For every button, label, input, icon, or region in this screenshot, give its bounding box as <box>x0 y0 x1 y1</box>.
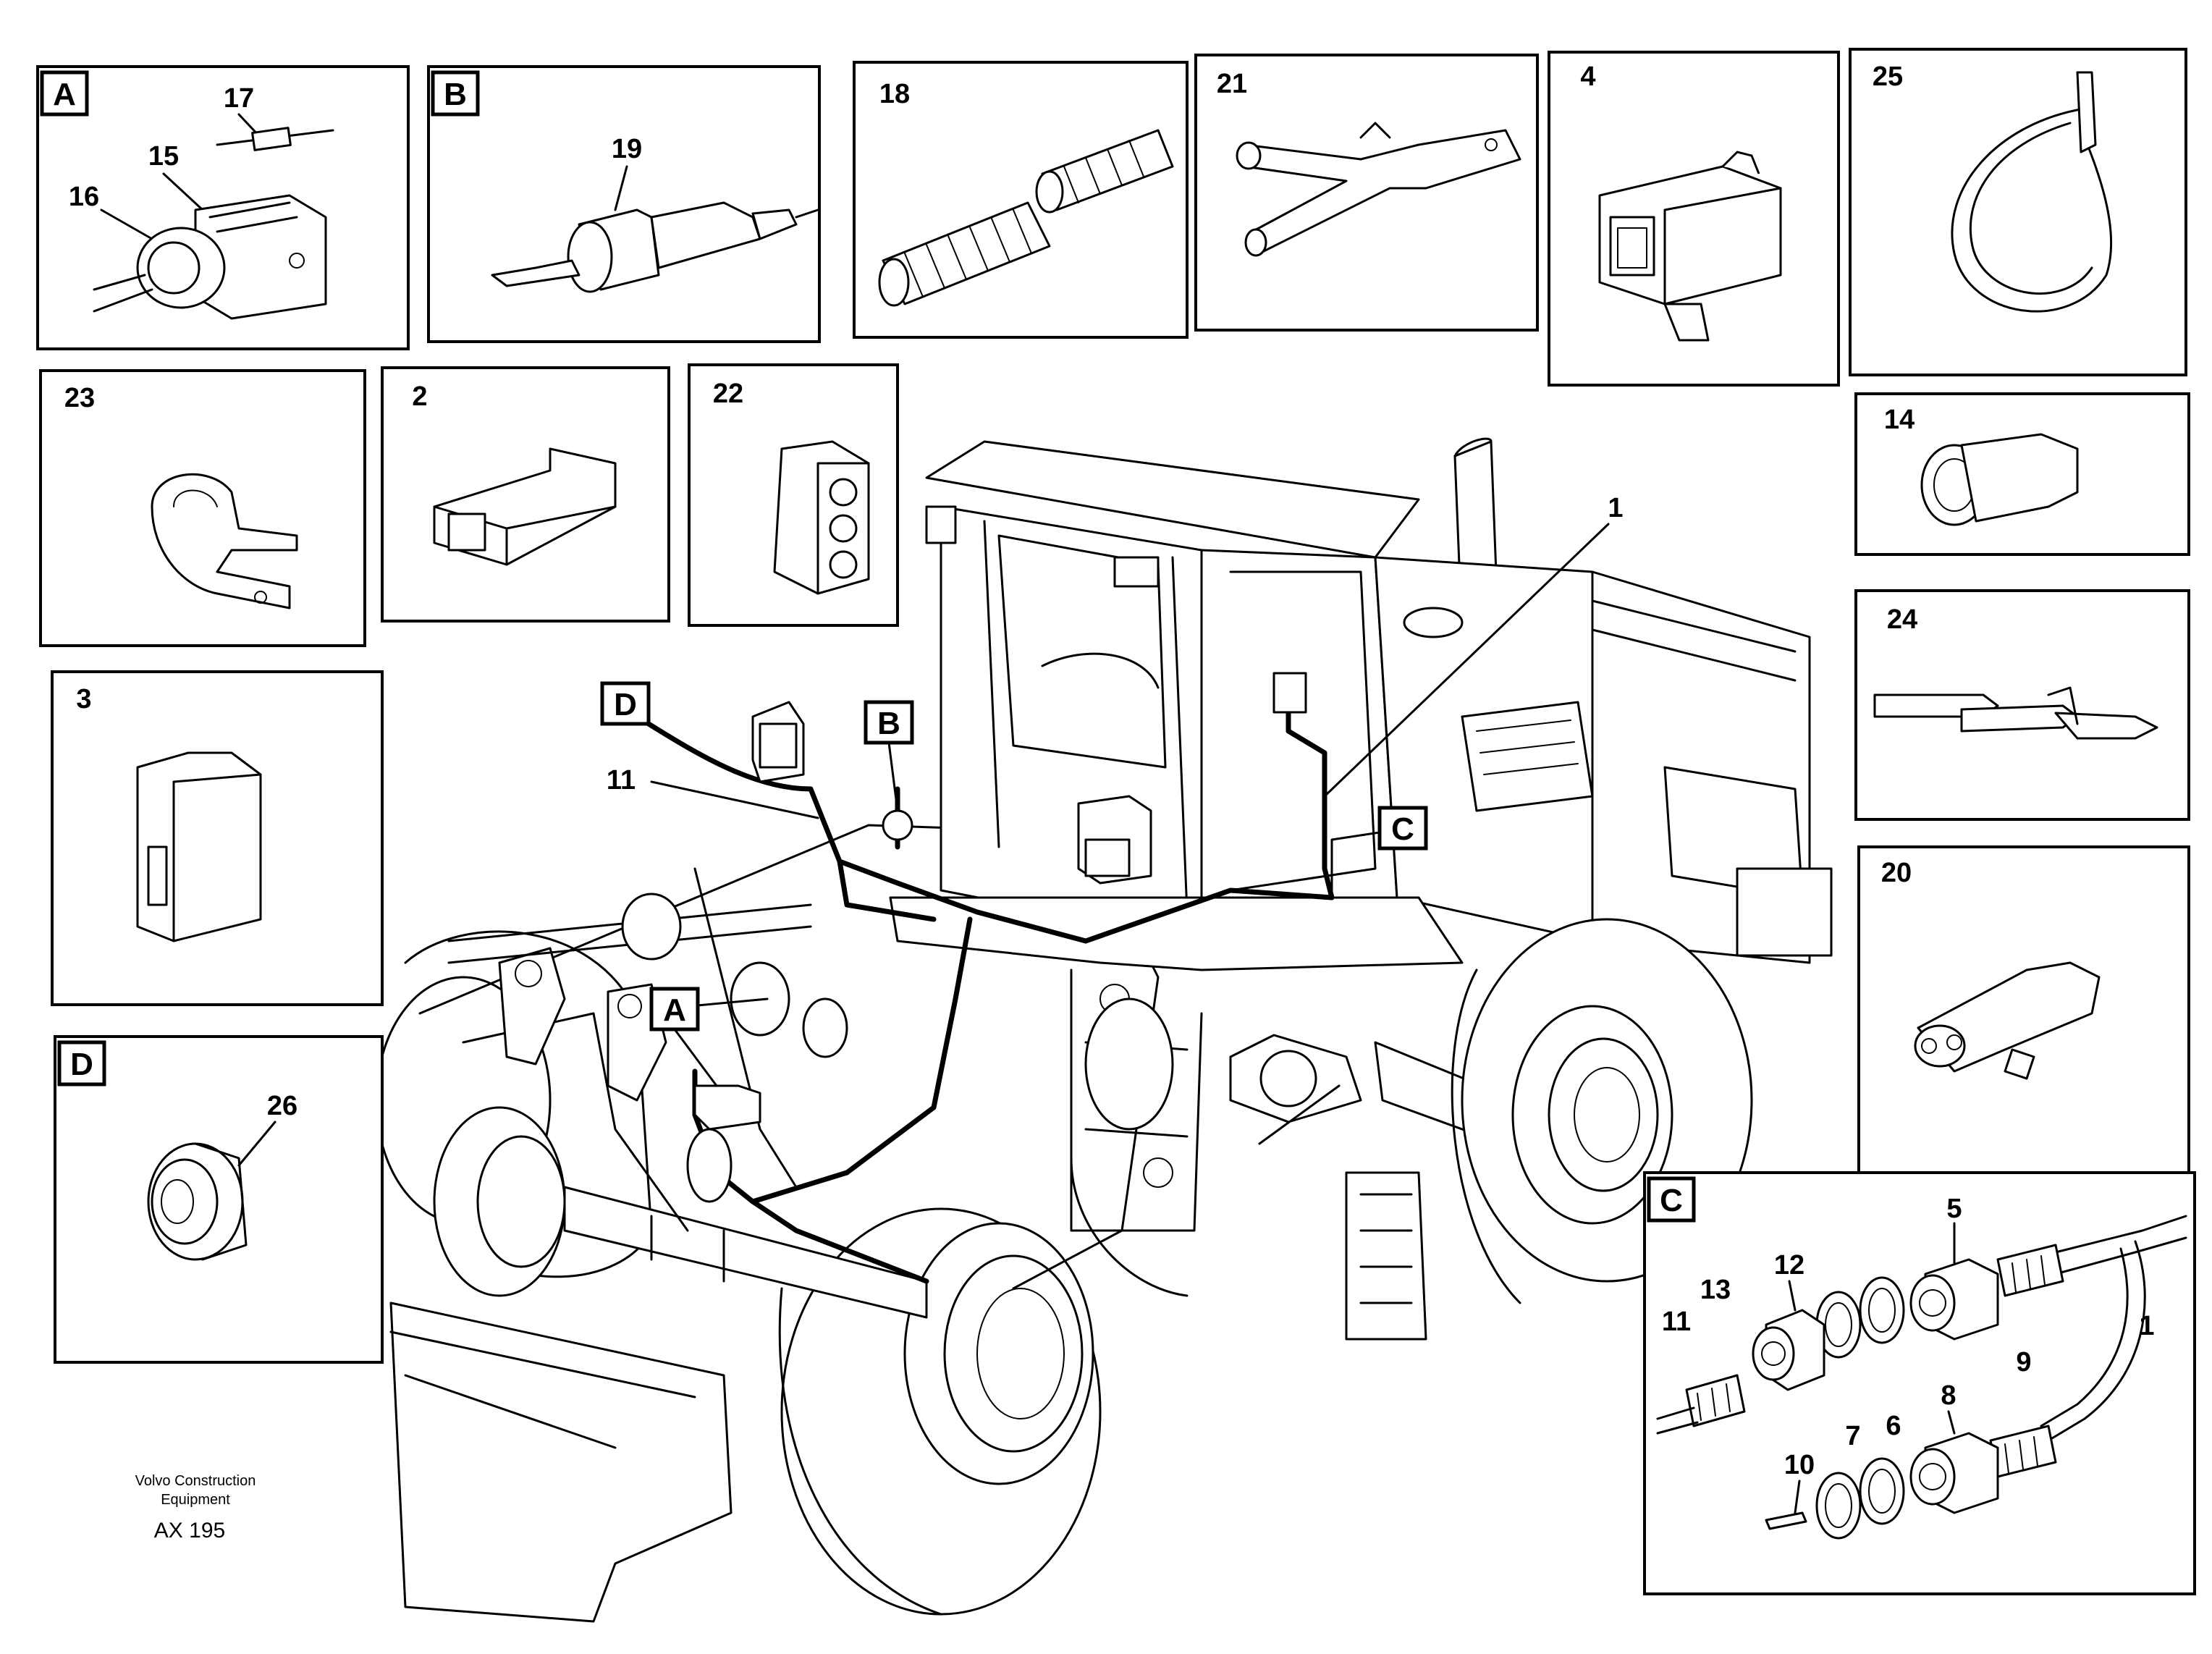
panel-21: 21 <box>1194 54 1539 332</box>
panel-a: A 17 15 16 <box>36 65 410 350</box>
callout-16: 16 <box>69 182 99 212</box>
panel-d-letter-box <box>57 1040 106 1087</box>
panel-d-letter: D <box>70 1047 93 1082</box>
panel-c-letter: C <box>1660 1183 1683 1218</box>
panel-d: D 26 <box>54 1035 384 1364</box>
callout-18: 18 <box>879 79 910 109</box>
callout-25: 25 <box>1873 62 1903 92</box>
panel-3: 3 <box>51 670 384 1006</box>
marker-b-label: B <box>877 706 900 741</box>
callout-8: 8 <box>1941 1380 1956 1411</box>
panel-a-letter: A <box>53 77 76 112</box>
marker-a-label: A <box>663 992 686 1028</box>
main-callout-1: 1 <box>1608 493 1623 523</box>
marker-c[interactable] <box>1377 806 1428 851</box>
callout-4: 4 <box>1580 62 1595 92</box>
marker-d[interactable] <box>600 681 651 726</box>
panel-b: B 19 <box>427 65 821 343</box>
main-markers: D B C A 1 11 <box>600 493 1624 1087</box>
callout-5: 5 <box>1946 1194 1962 1224</box>
callout-15: 15 <box>148 141 179 172</box>
caption-company-line2: Equipment <box>161 1492 230 1508</box>
panel-2: 2 <box>381 366 670 623</box>
marker-c-label: C <box>1391 811 1414 847</box>
panel-b-letter-box <box>431 70 480 117</box>
callout-10: 10 <box>1784 1450 1815 1480</box>
grommet-bellows-right <box>1035 129 1174 214</box>
callout-9: 9 <box>2016 1347 2031 1377</box>
main-connectors <box>686 672 1307 1203</box>
main-callout-11: 11 <box>607 765 636 796</box>
callout-24: 24 <box>1887 604 1917 635</box>
callout-21: 21 <box>1217 69 1247 99</box>
callout-11-detail: 11 <box>1662 1307 1691 1337</box>
callout-20: 20 <box>1881 858 1912 888</box>
panel-18: 18 <box>853 61 1189 339</box>
callout-17: 17 <box>224 83 254 114</box>
panel-b-letter: B <box>444 77 467 112</box>
callout-2: 2 <box>412 381 427 412</box>
grommet-bellows-left <box>878 201 1051 307</box>
panel-23: 23 <box>39 369 366 647</box>
callout-22: 22 <box>713 379 743 409</box>
caption-company-line1: Volvo Construction <box>135 1473 256 1489</box>
callout-13: 13 <box>1700 1275 1731 1305</box>
callout-7: 7 <box>1845 1421 1860 1451</box>
callout-19: 19 <box>612 134 642 164</box>
panel-20: 20 <box>1857 845 2190 1203</box>
callout-3: 3 <box>76 684 91 714</box>
callout-23: 23 <box>64 383 95 413</box>
panel-22: 22 <box>688 363 899 627</box>
caption: Volvo Construction Equipment AX 195 <box>135 1473 256 1543</box>
panel-4: 4 <box>1548 51 1840 387</box>
panel-25: 25 <box>1849 48 2187 376</box>
panel-14: 14 <box>1854 392 2190 556</box>
callout-6: 6 <box>1886 1411 1901 1441</box>
marker-d-label: D <box>614 687 637 722</box>
wheel-loader-illustration <box>375 437 1833 1623</box>
callout-26: 26 <box>267 1091 297 1121</box>
panel-a-letter-box <box>40 70 89 117</box>
callout-14: 14 <box>1884 405 1915 435</box>
callout-12: 12 <box>1774 1250 1804 1280</box>
panel-c-letter-box <box>1647 1176 1696 1223</box>
figure-code: AX 195 <box>154 1519 225 1543</box>
panel-c: C 5 12 13 11 9 1 8 7 6 10 <box>1643 1171 2196 1595</box>
panel-24: 24 <box>1854 589 2190 821</box>
